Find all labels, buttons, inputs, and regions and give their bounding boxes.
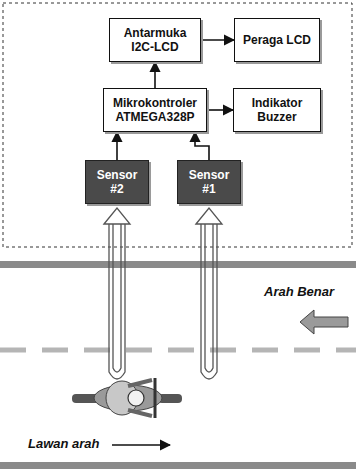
sensor-box: Sensor #2	[85, 160, 149, 204]
display-box: Peraga LCD	[234, 18, 320, 62]
box-label: Peraga LCD	[243, 33, 311, 47]
buzzer-box: Indikator Buzzer	[233, 88, 321, 132]
direction-label: Arah Benar	[262, 284, 336, 299]
road-edge	[0, 462, 356, 469]
sensor-beam	[196, 208, 222, 379]
signal-arrow	[207, 109, 233, 111]
box-label: Mikrokontroler ATMEGA328P	[109, 96, 201, 125]
signal-arrow	[201, 39, 234, 41]
road-centre-line	[0, 348, 356, 353]
box-label: Sensor #1	[183, 168, 235, 197]
direction-arrow	[112, 444, 170, 446]
sensor-box: Sensor #1	[177, 160, 241, 204]
signal-arrow	[154, 62, 156, 88]
microcontroller-box: Mikrokontroler ATMEGA328P	[103, 88, 207, 132]
signal-arrow	[195, 132, 209, 160]
signal-arrow	[116, 132, 118, 160]
box-label: Sensor #2	[91, 168, 143, 197]
direction-arrow	[300, 310, 348, 334]
system-boundary	[3, 3, 352, 247]
box-label: Indikator Buzzer	[239, 96, 315, 125]
box-label: Antarmuka I2C-LCD	[115, 26, 195, 55]
motorcycle	[72, 378, 182, 418]
interface-box: Antarmuka I2C-LCD	[109, 18, 201, 62]
sensor-beam	[104, 208, 130, 379]
direction-label: Lawan arah	[26, 436, 102, 451]
road-edge	[0, 261, 356, 268]
